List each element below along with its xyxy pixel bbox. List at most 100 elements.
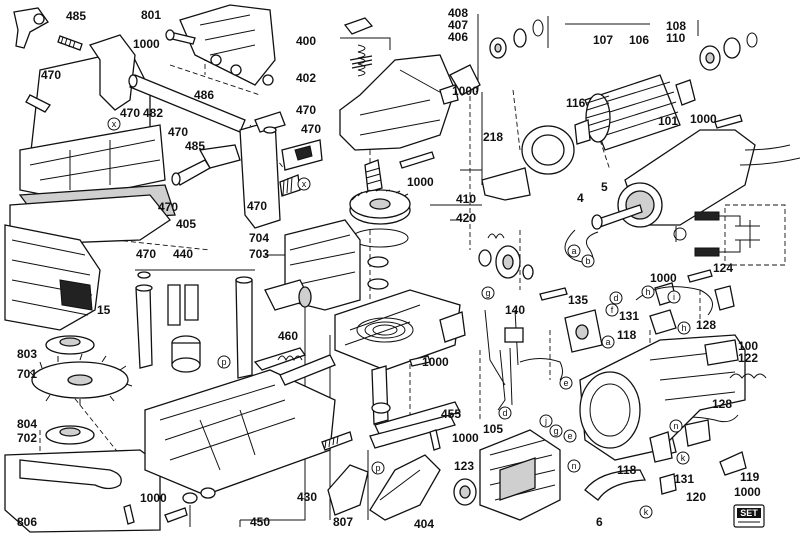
callout-20: k — [681, 453, 686, 463]
callout-3: a — [571, 246, 576, 256]
callout-22: k — [644, 507, 649, 517]
label-470f: 470 — [158, 200, 178, 214]
label-116: 116 — [566, 96, 586, 110]
lever-485 — [13, 7, 83, 51]
part-number-labels: 485 801 1000 400 408 407 406 108 110 107… — [17, 6, 761, 531]
label-1000a: 1000 — [133, 37, 160, 51]
label-470b: 470 — [120, 106, 140, 120]
armature-107 — [574, 74, 696, 151]
callout-letters: x x a b p p g d f a h i h e d j g e n k … — [107, 117, 691, 519]
head-housing-400 — [339, 17, 456, 193]
label-402: 402 — [296, 71, 316, 85]
label-101: 101 — [658, 114, 678, 128]
label-6: 6 — [596, 515, 603, 529]
label-485a: 485 — [66, 9, 86, 23]
label-486: 486 — [194, 88, 214, 102]
callout-12: i — [673, 292, 675, 302]
label-702: 702 — [17, 431, 37, 445]
label-440: 440 — [173, 247, 193, 261]
callout-16: j — [544, 416, 547, 426]
label-4: 4 — [577, 191, 584, 205]
label-704: 704 — [249, 231, 269, 245]
label-105: 105 — [483, 422, 503, 436]
callout-21: n — [673, 421, 678, 431]
label-485b: 485 — [185, 139, 205, 153]
label-100: 100 — [738, 339, 758, 353]
label-470h: 470 — [136, 247, 156, 261]
label-460: 460 — [278, 329, 298, 343]
label-703: 703 — [249, 247, 269, 261]
dust-spout-404 — [369, 454, 441, 521]
guide-807 — [327, 464, 369, 516]
spring-402 — [357, 44, 366, 77]
callout-18: e — [567, 431, 572, 441]
clip-218 — [481, 167, 531, 201]
label-106: 106 — [629, 33, 649, 47]
callout-4: b — [585, 256, 590, 266]
label-404: 404 — [414, 517, 434, 531]
label-807: 807 — [333, 515, 353, 529]
label-120: 120 — [686, 490, 706, 504]
label-455: 455 — [441, 407, 461, 421]
label-135: 135 — [568, 293, 588, 307]
label-123: 123 — [454, 459, 474, 473]
bracket-470-center — [239, 111, 323, 229]
callout-13: h — [681, 323, 686, 333]
label-118a: 118 — [617, 328, 637, 342]
label-1000h: 1000 — [734, 485, 761, 499]
label-701: 701 — [17, 367, 37, 381]
label-400: 400 — [296, 34, 316, 48]
callout-17: g — [553, 426, 558, 436]
label-804: 804 — [17, 417, 37, 431]
callout-1: x — [112, 119, 117, 129]
label-470e: 470 — [301, 122, 321, 136]
label-1000f: 1000 — [422, 355, 449, 369]
callout-7: g — [485, 288, 490, 298]
label-122: 122 — [738, 351, 758, 365]
label-470c: 470 — [296, 103, 316, 117]
set-badge-label: SET — [740, 508, 758, 518]
callout-10: a — [605, 337, 610, 347]
gear-housing-100 — [579, 334, 746, 461]
label-128b: 128 — [712, 397, 732, 411]
spring-122 — [729, 373, 767, 379]
label-470a: 470 — [41, 68, 61, 82]
label-420: 420 — [456, 211, 476, 225]
gear-housing-703 — [264, 219, 361, 311]
base-frame-430 — [144, 347, 353, 496]
label-450: 450 — [250, 515, 270, 529]
label-407: 407 — [448, 18, 468, 32]
stator-105 — [479, 429, 561, 521]
callout-9: f — [611, 305, 614, 315]
label-128a: 128 — [696, 318, 716, 332]
label-108: 108 — [666, 19, 686, 33]
callout-11: h — [645, 287, 650, 297]
callout-19: n — [571, 461, 576, 471]
label-5: 5 — [601, 180, 608, 194]
label-482: 482 — [143, 106, 163, 120]
base-frame — [18, 34, 176, 223]
label-1000b: 1000 — [452, 84, 479, 98]
label-1000g: 1000 — [452, 431, 479, 445]
callout-6: p — [375, 463, 380, 473]
housing-15 — [4, 224, 101, 331]
label-405: 405 — [176, 217, 196, 231]
cover-6 — [584, 469, 647, 501]
label-806: 806 — [17, 515, 37, 529]
label-803: 803 — [17, 347, 37, 361]
label-118b: 118 — [617, 463, 637, 477]
label-470d: 470 — [168, 125, 188, 139]
label-124: 124 — [713, 261, 733, 275]
label-430: 430 — [297, 490, 317, 504]
drawing — [4, 4, 801, 533]
bevel-gear — [349, 188, 411, 290]
label-15: 15 — [97, 303, 111, 317]
label-1000i: 1000 — [140, 491, 167, 505]
spindle-shaft — [371, 365, 389, 425]
spring-460 — [277, 355, 303, 362]
label-131a: 131 — [619, 309, 639, 323]
label-1000e: 1000 — [650, 271, 677, 285]
label-107: 107 — [593, 33, 613, 47]
